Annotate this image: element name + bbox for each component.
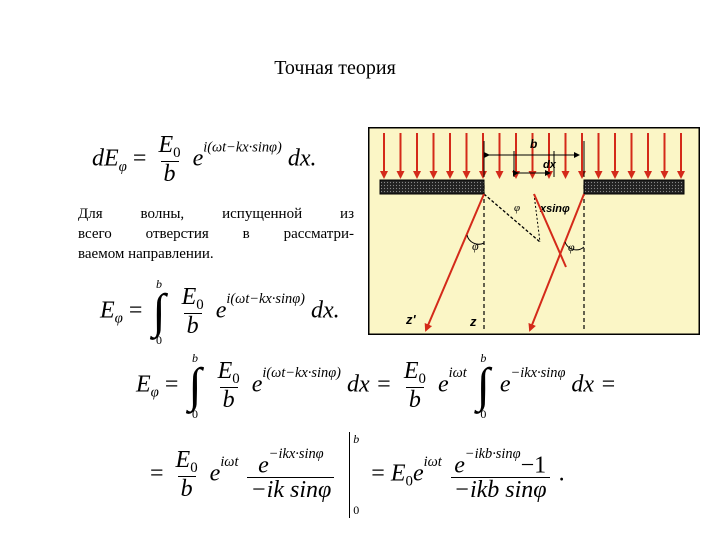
- eq1-numerator: E: [158, 132, 174, 158]
- eq4-bar-lower: 0: [353, 503, 360, 517]
- eq2-fraction: E0 b: [179, 285, 207, 339]
- screen-left: [379, 179, 485, 195]
- diagram-background: [368, 127, 700, 335]
- eq2-int-upper: b: [156, 277, 163, 291]
- eq2-denominator: b: [183, 312, 202, 339]
- eq2-tail: dx.: [310, 297, 340, 324]
- label-b: b: [530, 137, 537, 151]
- eq3-numerator-2-subscript: 0: [418, 371, 426, 388]
- label-z-prime: z': [405, 312, 417, 327]
- diffracted-ray-middle: [533, 193, 567, 268]
- eq3-numerator-2: E: [403, 357, 419, 384]
- eq2-int-lower: 0: [156, 333, 163, 347]
- label-z: z: [469, 314, 477, 329]
- eq3-numerator-subscript: 0: [232, 371, 240, 388]
- eq3-denominator: b: [219, 386, 238, 413]
- eq4-rhs-subscript: 0: [405, 473, 413, 490]
- paragraph-line-1: Для волны, испущенной из: [78, 206, 354, 222]
- eq3-integral-1: b ∫ 0: [188, 352, 201, 420]
- eq3-tail-1: dx =: [346, 371, 392, 398]
- eq4-rhs-exponent: iωt: [423, 454, 442, 471]
- eq1-lhs: dE: [92, 145, 119, 172]
- eq2-exp-base: e: [215, 297, 227, 324]
- eq4-exponent-1: iωt: [220, 454, 239, 471]
- eq4-rhs: E: [390, 460, 406, 487]
- path-difference-line: [483, 193, 541, 243]
- paragraph-line-2: всего отверстия в рассматри-: [78, 226, 354, 242]
- integral-sign-icon: ∫: [152, 285, 166, 338]
- eq3-int2-lower: 0: [480, 407, 487, 421]
- eq4-fraction-rhs: e−ikb·sinφ−1 −ikb sinφ: [450, 445, 550, 504]
- eq1-exponent: i(ωt−kx·sinφ): [203, 139, 282, 156]
- eq4-inner-exponent: −ikx·sinφ: [268, 445, 324, 462]
- eq3-integral-2: b ∫ 0: [477, 352, 490, 420]
- integral-sign-icon: ∫: [188, 359, 202, 412]
- eq3-exponent-2: iωt: [448, 365, 467, 382]
- eq1-lhs-subscript: φ: [118, 158, 127, 175]
- equation-differential-field: dEφ = E0 b ei(ωt−kx·sinφ) dx.: [92, 132, 317, 188]
- eq3-lhs-subscript: φ: [150, 384, 159, 401]
- eq2-numerator-subscript: 0: [196, 297, 204, 314]
- label-phi-left: φ: [472, 239, 479, 253]
- eq4-numerator: E: [175, 446, 191, 473]
- eq3-int2-upper: b: [480, 351, 487, 365]
- eq3-denominator-2: b: [405, 386, 424, 413]
- eq2-integral: b ∫ 0: [152, 278, 165, 346]
- eq1-tail: dx.: [287, 145, 317, 172]
- label-phi-small: φ: [514, 202, 520, 214]
- equation-total-field: Eφ = b ∫ 0 E0 b ei(ωt−kx·sinφ) dx.: [100, 277, 340, 347]
- eq3-int1-upper: b: [192, 351, 199, 365]
- eq3-int1-lower: 0: [192, 407, 199, 421]
- angle-arc-left: [466, 234, 485, 245]
- label-xsinphi: xsinφ: [539, 203, 570, 215]
- eq4-numerator-subscript: 0: [190, 460, 198, 477]
- diffracted-ray-right: [528, 193, 585, 332]
- eq3-lhs: E: [136, 371, 151, 398]
- equation-integral-expansion: Eφ = b ∫ 0 E0 b ei(ωt−kx·sinφ) dx = E0 b…: [136, 351, 617, 421]
- label-phi-right: φ: [568, 240, 575, 254]
- integral-sign-icon: ∫: [476, 359, 490, 412]
- eq4-end: .: [558, 460, 565, 487]
- paragraph-line-3: ваемом направлении.: [78, 246, 214, 262]
- eq2-numerator: E: [181, 283, 197, 310]
- path-difference-perpendicular: [533, 193, 541, 243]
- eq4-fraction-inner: e−ikx·sinφ −ik sinφ: [247, 445, 335, 504]
- eq3-fraction-1: E0 b: [215, 359, 243, 413]
- eq3-exponent-1: i(ωt−kx·sinφ): [262, 365, 341, 382]
- eq3-exponent-3: −ikx·sinφ: [510, 365, 566, 382]
- eq3-tail-2: dx =: [571, 371, 617, 398]
- label-dx: dx: [543, 159, 557, 171]
- eq4-equals: =: [371, 460, 385, 487]
- eq2-lhs-subscript: φ: [114, 310, 123, 327]
- eq3-numerator: E: [217, 357, 233, 384]
- eq4-fraction-1: E0 b: [173, 448, 201, 502]
- angle-arc-right: [564, 241, 585, 251]
- eq3-fraction-2: E0 b: [401, 359, 429, 413]
- eq1-exp-base: e: [192, 145, 204, 172]
- slide-title: Точная теория: [274, 57, 396, 79]
- screen-right: [583, 179, 685, 195]
- eq4-bar-upper: b: [353, 432, 360, 446]
- eq4-rhs-num-exponent: −ikb·sinφ: [464, 445, 521, 462]
- eq4-evaluation-bar: b 0: [349, 432, 359, 518]
- eq1-fraction: E0 b: [155, 133, 183, 187]
- equation-evaluated-result: = E0 b eiωt e−ikx·sinφ −ik sinφ b 0 = E0…: [150, 432, 565, 518]
- description-paragraph: Для волны, испущенной из всего отверстия…: [78, 204, 354, 264]
- eq4-lead: =: [150, 460, 164, 487]
- diffracted-ray-left: [424, 193, 485, 332]
- eq1-denominator: b: [160, 161, 179, 187]
- eq2-lhs: E: [100, 297, 115, 324]
- eq1-numerator-subscript: 0: [173, 145, 181, 162]
- eq4-inner-denominator: −ik sinφ: [247, 477, 335, 503]
- eq2-exponent: i(ωt−kx·sinφ): [226, 291, 305, 308]
- eq4-rhs-num-tail: −1: [520, 452, 547, 479]
- eq4-denominator: b: [177, 475, 196, 502]
- diffraction-diagram: b dx xsinφ φ φ φ z' z: [368, 127, 700, 335]
- eq4-rhs-denominator: −ikb sinφ: [450, 477, 550, 503]
